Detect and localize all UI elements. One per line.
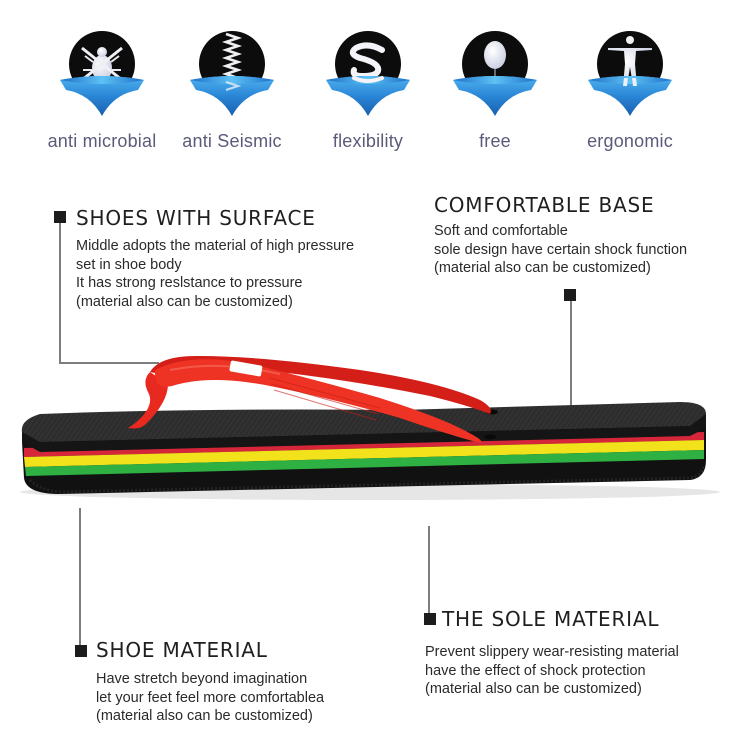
body-line: (material also can be customized): [96, 708, 313, 724]
section-title: THE SOLE MATERIAL: [442, 607, 660, 631]
section-title: SHOES WITH SURFACE: [76, 206, 316, 230]
body-line: (material also can be customized): [76, 293, 293, 310]
body-line: sole design have certain shock function: [434, 241, 688, 258]
flex-ribbon-icon: [318, 20, 418, 120]
body-line: (material also can be customized): [434, 260, 651, 276]
section-title: COMFORTABLE BASE: [434, 193, 655, 217]
section-the-sole-material: THE SOLE MATERIAL: [442, 607, 659, 631]
body-line: Middle adopts the material of high press…: [76, 238, 355, 254]
section-shoe-material: SHOE MATERIAL Have stretch beyond imagin…: [96, 638, 324, 726]
marker-material: [75, 645, 87, 657]
body-line: set in shoe body: [76, 256, 182, 273]
body-line: let your feet feel more comfortablea: [96, 689, 325, 706]
feature-label: anti microbial: [47, 131, 157, 151]
feature-label: ergonomic: [587, 131, 673, 151]
body-line: have the effect of shock protection: [425, 662, 646, 679]
feature-anti-microbial: anti microbial: [32, 20, 172, 152]
section-the-sole-material-body: Prevent slippery wear-resisting material…: [425, 643, 679, 699]
body-line: Soft and comfortable: [434, 223, 568, 239]
feature-anti-seismic: anti Seismic: [162, 20, 302, 152]
section-comfortable-base: COMFORTABLE BASE Soft and comfortable so…: [434, 193, 687, 278]
marker-sole: [424, 613, 436, 625]
spring-icon: [182, 20, 282, 120]
section-title: SHOE MATERIAL: [96, 638, 268, 662]
feature-flexibility: flexibility: [298, 20, 438, 152]
human-figure-icon: [580, 20, 680, 120]
marker-base: [564, 289, 576, 301]
feature-free: free: [425, 20, 565, 152]
bug-crossed-icon: [52, 20, 152, 120]
marker-surface: [54, 211, 66, 223]
section-body: Prevent slippery wear-resisting material…: [425, 643, 679, 699]
body-line: Have stretch beyond imagination: [96, 671, 308, 687]
section-shoes-with-surface: SHOES WITH SURFACE Middle adopts the mat…: [76, 206, 354, 311]
connector-line-surface: [59, 223, 61, 363]
connector-line-base: [570, 301, 572, 407]
body-line: (material also can be customized): [425, 681, 642, 697]
connector-line-surface-h: [59, 362, 159, 364]
feature-ergonomic: ergonomic: [560, 20, 700, 152]
section-body: Soft and comfortable sole design have ce…: [434, 222, 687, 278]
feature-label: anti Seismic: [182, 131, 282, 151]
section-body: Have stretch beyond imagination let your…: [96, 670, 324, 726]
feature-label: free: [479, 131, 511, 151]
connector-line-sole: [428, 526, 430, 614]
connector-line-material: [79, 508, 81, 646]
body-line: It has strong reslstance to pressure: [76, 275, 303, 291]
balloon-icon: [445, 20, 545, 120]
body-line: Prevent slippery wear-resisting material: [425, 644, 679, 660]
section-body: Middle adopts the material of high press…: [76, 237, 354, 311]
feature-label: flexibility: [332, 131, 404, 151]
